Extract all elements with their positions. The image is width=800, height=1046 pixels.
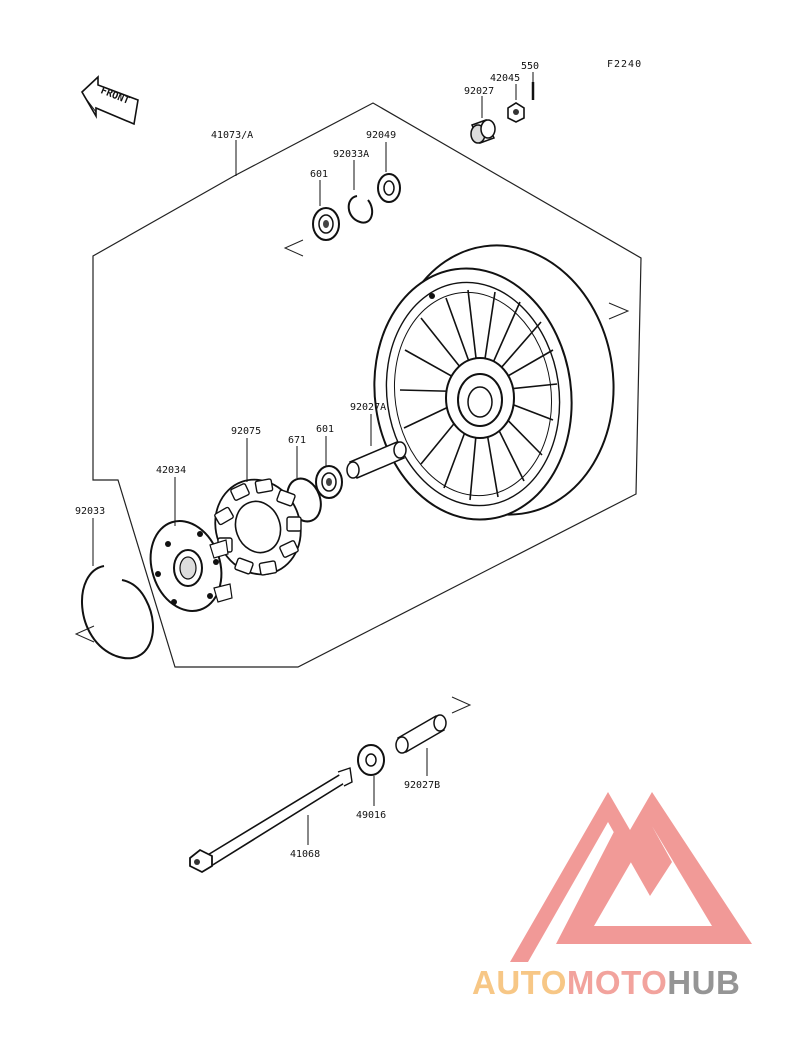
callout-601-mid: 601 — [316, 424, 334, 435]
callout-41068: 41068 — [290, 849, 320, 860]
callout-labels: 41073/A 92049 92033A 601 92027 42045 550… — [75, 61, 539, 860]
bearing-601-mid — [315, 465, 343, 499]
callout-550: 550 — [521, 61, 539, 72]
collar-92027b — [395, 714, 447, 754]
damper-92075 — [214, 478, 302, 576]
callout-92049: 92049 — [366, 130, 396, 141]
callout-92027b: 92027B — [404, 780, 440, 791]
spacer-49016 — [357, 744, 385, 776]
logo-text: AUTOMOTOHUB — [472, 964, 740, 1001]
axle-41068 — [189, 767, 353, 874]
figure-code: F2240 — [607, 59, 642, 70]
automotohub-logo: AUTOMOTOHUB — [472, 792, 752, 1001]
rear-wheel — [373, 244, 615, 521]
assembly-outline — [92, 102, 642, 668]
coupling-42034 — [149, 520, 233, 612]
circlip-92033a — [347, 195, 374, 224]
callout-41073-a: 41073/A — [211, 130, 253, 141]
callout-92075: 92075 — [231, 426, 261, 437]
callout-42034: 42034 — [156, 465, 186, 476]
callout-92033: 92033 — [75, 506, 105, 517]
collar-92027-top — [470, 119, 496, 144]
circlip-92033 — [81, 565, 154, 660]
front-arrow-icon: FRONT — [80, 75, 139, 126]
callout-49016: 49016 — [356, 810, 386, 821]
callout-671: 671 — [288, 435, 306, 446]
callout-92033a: 92033A — [333, 149, 369, 160]
leader-lines — [92, 72, 534, 845]
callout-601-top: 601 — [310, 169, 328, 180]
logo-triangle-icon — [510, 792, 752, 962]
bearing-601-top — [312, 207, 340, 241]
callout-92027-top: 92027 — [464, 86, 494, 97]
oil-seal-92049 — [377, 173, 401, 203]
callout-92027a: 92027A — [350, 402, 386, 413]
reference-mark-left — [283, 239, 304, 257]
nut-42045 — [507, 102, 525, 123]
reference-mark-axle — [451, 696, 472, 714]
reference-mark-right — [608, 302, 630, 320]
collar-92027a — [346, 441, 407, 479]
callout-42045: 42045 — [490, 73, 520, 84]
